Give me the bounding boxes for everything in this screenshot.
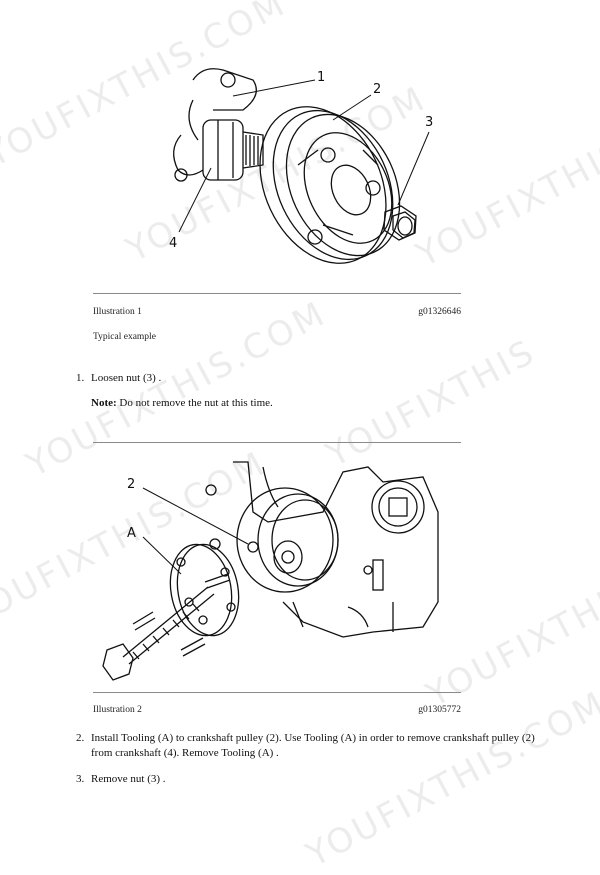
illustration-1-label: Illustration 1 bbox=[93, 307, 142, 317]
illustration-1: 1 2 3 4 bbox=[93, 40, 461, 290]
callout-2: 2 bbox=[373, 82, 381, 97]
step-3-number: 3. bbox=[76, 773, 85, 785]
illustration-2: 2 A bbox=[93, 452, 461, 688]
callout-3: 3 bbox=[425, 115, 433, 130]
crankshaft-pulley-drawing: 1 2 3 4 bbox=[169, 68, 433, 264]
illustration-2-rule bbox=[93, 692, 461, 693]
callout-1: 1 bbox=[317, 70, 325, 85]
illustration-1-caption: Illustration 1 g01326646 bbox=[93, 307, 461, 317]
note-text: Do not remove the nut at this time. bbox=[116, 397, 273, 409]
illustration-1-note: Typical example bbox=[93, 332, 156, 342]
step-1-text: Loosen nut (3) . bbox=[91, 372, 162, 384]
callout-4: 4 bbox=[169, 236, 177, 251]
note-1: Note: Do not remove the nut at this time… bbox=[91, 397, 273, 409]
step-2-number: 2. bbox=[76, 732, 85, 744]
illustration-2-code: g01305772 bbox=[418, 705, 461, 715]
step-2: 2. Install Tooling (A) to crankshaft pul… bbox=[76, 731, 546, 761]
note-label: Note: bbox=[91, 397, 117, 409]
step-1-number: 1. bbox=[76, 372, 85, 384]
puller-tool-drawing: 2 A bbox=[102, 461, 439, 681]
step-2-text: Install Tooling (A) to crankshaft pulley… bbox=[91, 732, 535, 759]
illustration-1-code: g01326646 bbox=[418, 307, 461, 317]
step-1: 1. Loosen nut (3) . bbox=[76, 371, 546, 386]
step-3: 3. Remove nut (3) . bbox=[76, 772, 546, 787]
illustration-2-caption: Illustration 2 g01305772 bbox=[93, 705, 461, 715]
illustration-2-top-rule bbox=[93, 442, 461, 443]
step-3-text: Remove nut (3) . bbox=[91, 773, 166, 785]
illustration-2-label: Illustration 2 bbox=[93, 705, 142, 715]
callout-2: 2 bbox=[127, 477, 135, 492]
illustration-1-rule bbox=[93, 293, 461, 294]
callout-A: A bbox=[127, 526, 136, 541]
